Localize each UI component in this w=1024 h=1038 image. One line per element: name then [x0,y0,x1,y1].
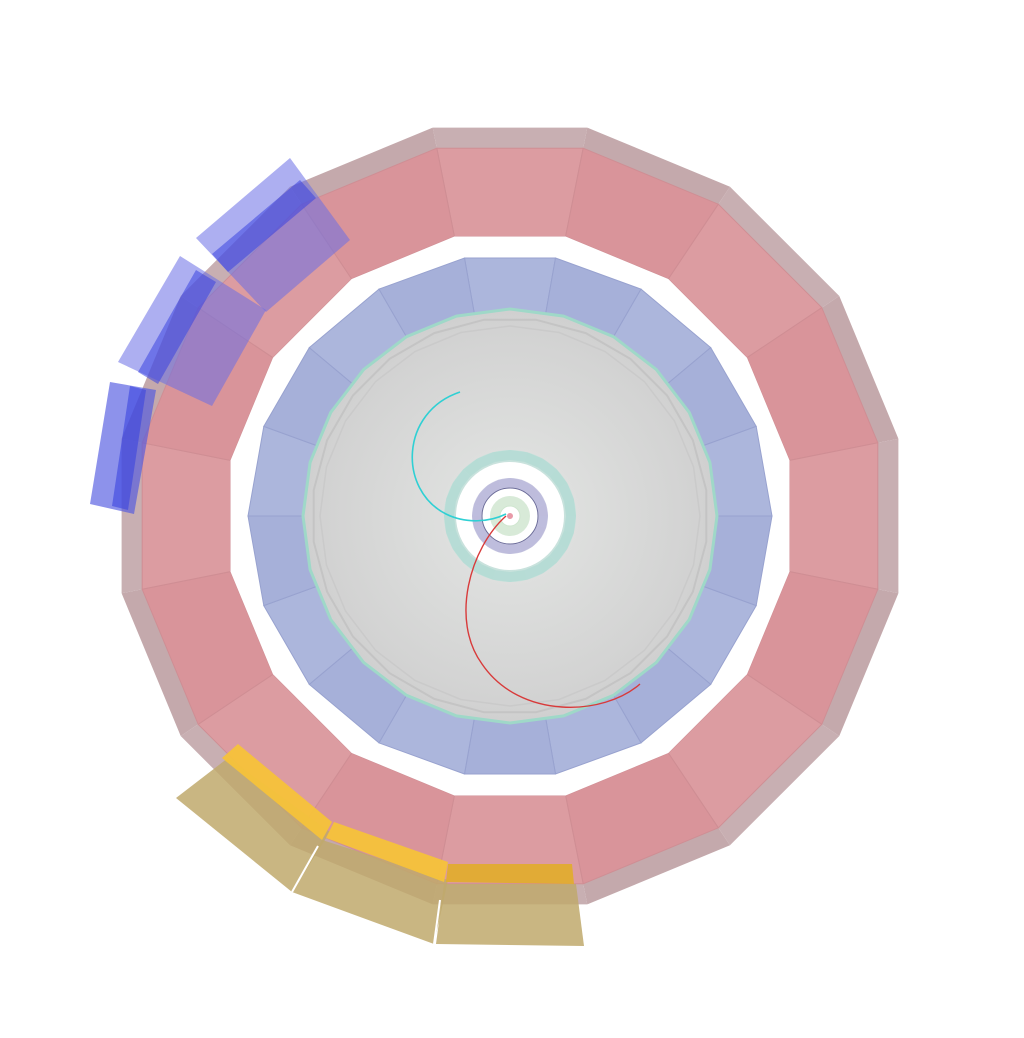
inner-tracker-segment-8 [477,564,496,580]
pixel-segment-6 [498,543,510,554]
blue-muon-hit-1-core [212,180,316,272]
muon-ring-segment-8 [583,827,730,905]
inner-tracker-segment-4 [538,555,557,574]
inner-tracker-segment-7 [492,570,510,582]
blue-muon-hit-2-core [138,270,216,384]
pixel-segment-13 [479,485,493,499]
pixel-segment-11 [472,504,483,516]
pixel-segment-2 [533,525,547,539]
pixel-segment-16 [510,478,522,489]
inner-tracker-segment-6 [510,570,528,582]
pixel-segment-17 [519,479,533,493]
inner-tracker-segment-1 [564,516,576,534]
inner-tracker-segment-9 [463,555,482,574]
inner-tracker-segment-19 [510,450,528,462]
track-red [465,515,641,708]
muon-ring-segment-4 [821,296,899,443]
pixel-segment-19 [533,493,547,507]
pixel-segment-1 [537,516,548,528]
pixel-segment-15 [498,478,510,489]
inner-tracker-segment-14 [446,483,462,502]
muon-ring-segment-12 [121,589,199,736]
pixel-segment-9 [473,525,487,539]
pixel-segment-10 [472,516,483,528]
track-cyan [411,391,507,522]
tracker-layer-1 [312,318,708,714]
inner-tracker-segment-2 [558,530,574,549]
inner-tracker-segment-17 [477,452,496,468]
tracker-layer-2 [319,325,701,707]
inner-tracker [444,450,576,582]
gold-muon-hit-3 [436,884,584,946]
hcal-segment-13 [141,442,231,590]
inner-tracker-segment-23 [558,483,574,502]
gold-gap-2 [433,899,441,945]
pixel-segment-3 [527,533,541,547]
inner-tracker-segment-10 [452,544,471,563]
gold-muon-hit-1 [176,758,330,892]
inner-tracker-segment-22 [549,469,568,488]
inner-tracker-segment-24 [564,498,576,516]
muon-ring-segment-2 [583,127,730,205]
inner-tracker-segment-21 [538,458,557,477]
gold-deposit-3 [446,864,574,884]
hcal-segment-5 [789,442,879,590]
muon-ring-segment-1 [432,127,588,149]
ecal-segment-10 [463,717,557,775]
pixel-segment-18 [527,485,541,499]
inner-tracker-segment-16 [463,458,482,477]
ecal-segment-1 [463,257,557,315]
gold-gap-1 [291,845,319,893]
gold-muon-hit-2 [292,840,448,944]
gold-deposit-2 [326,822,448,882]
hcal-segment-1 [436,147,584,237]
tracks [411,391,641,708]
gold-deposit-1 [222,744,332,840]
inner-tracker-segment-15 [452,469,471,488]
inner-tracker-segment-20 [524,452,543,468]
interaction-point [507,513,513,519]
muon-ring-segment-7 [718,724,840,846]
inner-tracker-segment-13 [444,498,456,516]
inner-tracker-segment-18 [492,450,510,462]
pixel-segment-12 [473,493,487,507]
muon-ring-segment-3 [718,186,840,308]
inner-tracker-segment-3 [549,544,568,563]
inner-tracker-segment-5 [524,564,543,580]
inner-tracker-segment-12 [444,516,456,534]
pixel-segment-20 [537,504,548,516]
muon-ring-segment-16 [290,127,437,205]
pixel-segment-14 [487,479,501,493]
gold-muon-hits [176,744,584,946]
muon-ring-segment-6 [821,589,899,736]
pixel-segment-5 [510,543,522,554]
blue-muon-hits [90,158,350,514]
pixel-segment-4 [519,539,533,553]
muon-ring-segment-5 [877,438,899,594]
pixel-segment-7 [487,539,501,553]
inner-tracker-segment-11 [446,530,462,549]
blue-muon-hit-3-core [112,386,146,510]
